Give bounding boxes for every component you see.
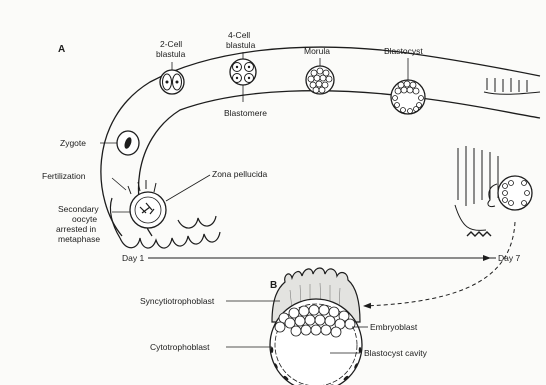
label-day1: Day 1	[122, 253, 144, 263]
tube-inner-wall	[139, 91, 540, 236]
label-2cell-line1: 2-Cell	[160, 39, 182, 49]
label-day7: Day 7	[498, 253, 520, 263]
endometrium-glands	[455, 146, 498, 236]
label-blastomere: Blastomere	[224, 108, 267, 118]
label-4cell-line2: blastula	[226, 40, 256, 50]
label-blastocyst: Blastocyst	[384, 46, 423, 56]
panel-b-blastocyst	[270, 268, 362, 385]
morula	[306, 66, 334, 94]
label-fertilization: Fertilization	[42, 171, 86, 181]
label-blastocyst-cavity: Blastocyst cavity	[364, 348, 428, 358]
implanting-blastocyst	[488, 176, 532, 210]
label-zona-pellucida: Zona pellucida	[212, 169, 268, 179]
labels-a: 2-Cell blastula 4-Cell blastula Morula B…	[42, 30, 520, 263]
label-secondary-oocyte-4: metaphase	[58, 234, 100, 244]
label-secondary-oocyte-1: Secondary	[58, 204, 99, 214]
label-cytotrophoblast: Cytotrophoblast	[150, 342, 210, 352]
two-cell-blastula	[160, 70, 184, 94]
label-secondary-oocyte-2: oocyte	[72, 214, 97, 224]
tube-cilia	[487, 78, 527, 92]
label-secondary-oocyte-3: arrested in	[56, 224, 96, 234]
label-embryoblast: Embryoblast	[370, 322, 418, 332]
blastocyst	[391, 80, 425, 114]
four-cell-blastula	[230, 59, 256, 85]
implantation-dashed-arrow	[364, 222, 515, 306]
label-syncytiotrophoblast: Syncytiotrophoblast	[140, 296, 215, 306]
zygote	[117, 131, 139, 155]
label-morula: Morula	[304, 46, 330, 56]
label-zygote: Zygote	[60, 138, 86, 148]
label-2cell-line2: blastula	[156, 49, 186, 59]
panel-a-label: A	[58, 44, 65, 55]
secondary-oocyte	[128, 180, 166, 228]
panel-b-label: B	[270, 280, 277, 291]
label-4cell-line1: 4-Cell	[228, 30, 250, 40]
